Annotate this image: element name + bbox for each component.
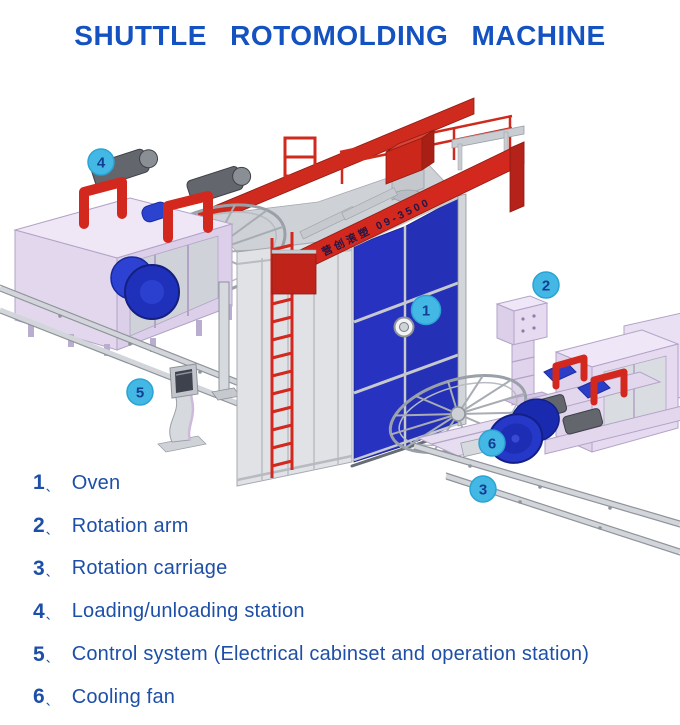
svg-text:1: 1 bbox=[422, 303, 430, 320]
mold-clamps bbox=[163, 191, 213, 243]
legend-item-loading-station: 4、 Loading/unloading station bbox=[33, 590, 589, 633]
legend-separator: 、 bbox=[45, 693, 58, 708]
page-title: SHUTTLE ROTOMOLDING MACHINE bbox=[74, 20, 606, 51]
machine-illustration: 营创滚塑 09-3500 bbox=[0, 97, 680, 556]
legend-number: 1 bbox=[33, 471, 45, 495]
callout-1: 1 bbox=[410, 294, 442, 326]
legend: 1、 Oven 2、 Rotation arm 3、 Rotation carr… bbox=[33, 462, 589, 719]
legend-separator: 、 bbox=[45, 565, 58, 580]
legend-number: 6 bbox=[33, 685, 45, 709]
oven-doors bbox=[353, 193, 467, 463]
oven-corner-post bbox=[211, 281, 241, 401]
legend-separator: 、 bbox=[45, 479, 58, 494]
legend-number: 3 bbox=[33, 556, 45, 580]
svg-text:4: 4 bbox=[97, 155, 106, 172]
legend-label: Control system (Electrical cabinset and … bbox=[71, 643, 590, 666]
rotation-arm bbox=[495, 295, 558, 407]
mold-clamps bbox=[79, 177, 127, 229]
legend-item-oven: 1、 Oven bbox=[33, 462, 589, 505]
loading-station bbox=[13, 148, 252, 356]
callout-6: 6 bbox=[478, 429, 506, 457]
legend-item-cooling-fan: 6、 Cooling fan bbox=[33, 676, 589, 719]
svg-text:3: 3 bbox=[479, 482, 487, 499]
legend-label: Cooling fan bbox=[71, 685, 176, 708]
callout-4: 4 bbox=[87, 148, 115, 176]
callout-3: 3 bbox=[469, 475, 497, 503]
clamp-motor bbox=[562, 408, 604, 435]
legend-number: 4 bbox=[33, 599, 45, 623]
legend-separator: 、 bbox=[45, 608, 58, 623]
legend-separator: 、 bbox=[45, 522, 58, 537]
control-pedestal bbox=[157, 363, 207, 453]
legend-item-rotation-arm: 2、 Rotation arm bbox=[33, 505, 589, 548]
legend-number: 5 bbox=[33, 642, 45, 666]
svg-text:6: 6 bbox=[488, 436, 496, 453]
legend-item-control-system: 5、 Control system (Electrical cabinset a… bbox=[33, 633, 589, 676]
door-frame bbox=[457, 193, 467, 427]
svg-text:2: 2 bbox=[542, 278, 550, 295]
callout-2: 2 bbox=[532, 271, 560, 299]
callout-5: 5 bbox=[126, 378, 154, 406]
svg-text:5: 5 bbox=[136, 385, 144, 402]
mold-clamps bbox=[552, 354, 588, 390]
roof-vent bbox=[385, 129, 435, 203]
mold-clamps bbox=[590, 368, 628, 406]
legend-separator: 、 bbox=[45, 651, 58, 666]
legend-label: Oven bbox=[71, 471, 121, 494]
legend-label: Loading/unloading station bbox=[71, 600, 305, 623]
legend-item-rotation-carriage: 3、 Rotation carriage bbox=[33, 548, 589, 591]
legend-label: Rotation carriage bbox=[71, 557, 228, 580]
crane-bracket bbox=[451, 125, 525, 171]
oven-left-wall bbox=[236, 237, 353, 487]
legend-label: Rotation arm bbox=[71, 514, 189, 537]
legend-number: 2 bbox=[33, 514, 45, 538]
